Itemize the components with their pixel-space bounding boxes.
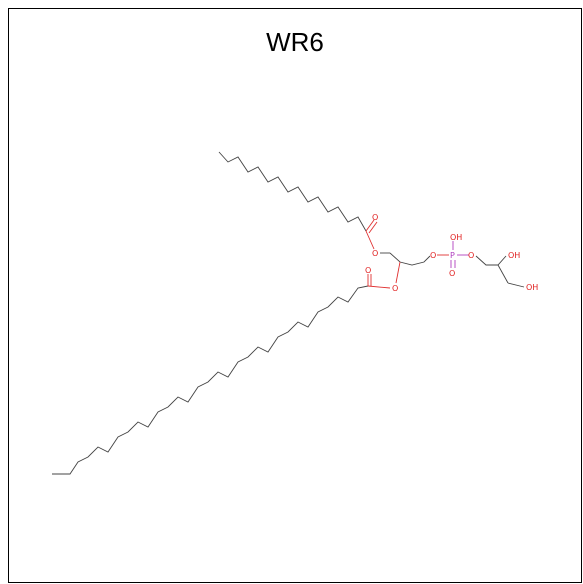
upper-carbonyl-bond bbox=[365, 219, 375, 232]
head-glycerol-branch bbox=[497, 264, 509, 284]
head-hydroxyl-1: OH bbox=[508, 251, 520, 260]
phosphate-ester-oxygen: O bbox=[468, 251, 474, 260]
glycerol-to-lower-ester bbox=[395, 261, 401, 284]
lower-carbonyl-oxygen: O bbox=[365, 266, 371, 275]
head-glycerol-chain bbox=[475, 255, 507, 266]
phosphorus-atom: P bbox=[450, 251, 455, 260]
molecule-title: WR6 bbox=[266, 27, 324, 57]
head-glycerol-end bbox=[507, 282, 525, 288]
upper-acyl-chain bbox=[218, 151, 367, 232]
upper-carbonyl-oxygen: O bbox=[372, 213, 378, 222]
phosphate-oxygen: O bbox=[449, 269, 455, 278]
phosphate-hydroxyl: OH bbox=[450, 233, 462, 242]
lower-ester-bond bbox=[367, 285, 391, 289]
glycerol-backbone bbox=[389, 252, 431, 266]
upper-ester-bond bbox=[365, 230, 375, 250]
figure-frame: WR6 bbox=[8, 8, 582, 583]
upper-carbonyl-bond-2 bbox=[368, 221, 378, 234]
phosphate-bridge-oxygen: O bbox=[430, 251, 436, 260]
lower-acyl-chain bbox=[52, 285, 369, 475]
lower-ester-oxygen: O bbox=[392, 284, 398, 293]
head-hydroxyl-2: OH bbox=[526, 283, 538, 292]
upper-ester-oxygen: O bbox=[372, 249, 378, 258]
